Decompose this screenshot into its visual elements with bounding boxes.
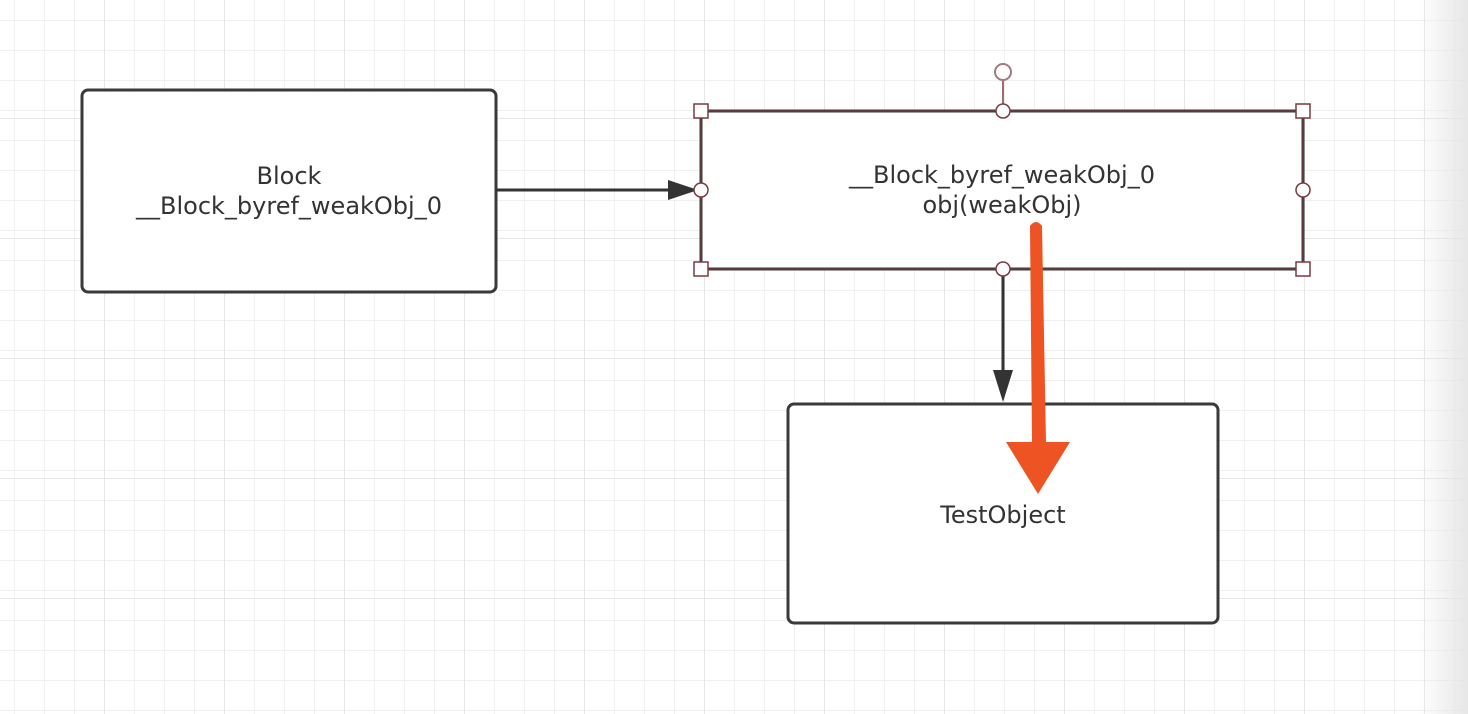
canvas-edge-shade bbox=[1418, 0, 1468, 714]
highlight-arrow bbox=[1006, 222, 1070, 494]
edge-arrowhead-right bbox=[668, 180, 698, 200]
node-testobject-label: TestObject bbox=[788, 404, 1218, 626]
node-block-line-2: __Block_byref_weakObj_0 bbox=[136, 192, 442, 220]
node-byref-line-1: __Block_byref_weakObj_0 bbox=[849, 161, 1155, 189]
connection-point-bottom[interactable] bbox=[995, 261, 1011, 277]
edge-arrowhead-down bbox=[993, 370, 1013, 402]
node-testobject[interactable] bbox=[786, 402, 1220, 625]
resize-handle-se[interactable] bbox=[1295, 261, 1311, 277]
selection-handles bbox=[693, 63, 1311, 277]
node-block-line-1: Block bbox=[256, 162, 322, 190]
connection-point-top[interactable] bbox=[995, 103, 1011, 119]
node-byref-line-2: obj(weakObj) bbox=[922, 191, 1082, 219]
node-testobject-line-1: TestObject bbox=[940, 501, 1066, 529]
node-byref-label: __Block_byref_weakObj_0 obj(weakObj) bbox=[701, 111, 1303, 269]
resize-handle-nw[interactable] bbox=[693, 103, 709, 119]
resize-handle-sw[interactable] bbox=[693, 261, 709, 277]
rotate-handle[interactable] bbox=[994, 63, 1012, 81]
node-byref[interactable] bbox=[699, 109, 1305, 271]
resize-handle-ne[interactable] bbox=[1295, 103, 1311, 119]
node-block-label: Block __Block_byref_weakObj_0 bbox=[82, 90, 496, 292]
connection-point-left[interactable] bbox=[693, 182, 709, 198]
connection-point-right[interactable] bbox=[1295, 182, 1311, 198]
